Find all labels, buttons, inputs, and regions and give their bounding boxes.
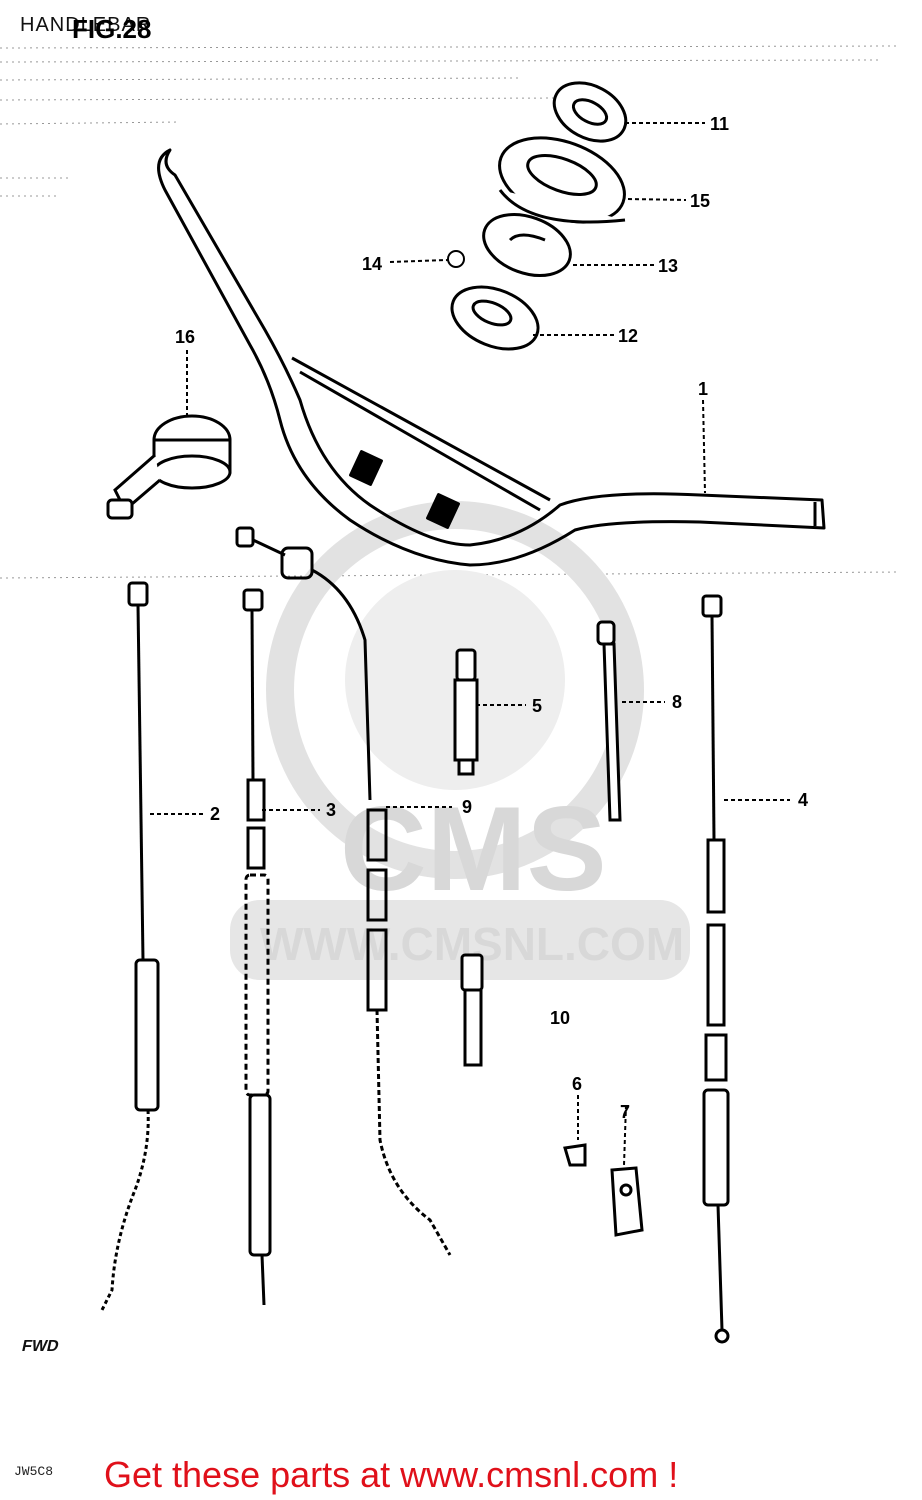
handlebar-part-1 <box>157 148 826 567</box>
front-marker: FWD <box>20 1338 61 1355</box>
fitting-part-5 <box>453 648 479 776</box>
watermark-brand: CMS <box>340 782 607 916</box>
callout-5: 5 <box>532 696 542 716</box>
callout-14: 14 <box>362 254 382 274</box>
drawing-code: JW5C8 <box>14 1464 54 1479</box>
callout-4: 4 <box>798 790 808 810</box>
cable-part-2 <box>100 581 160 1311</box>
cable-part-3 <box>242 588 272 1306</box>
callout-8: 8 <box>672 692 682 712</box>
callout-1: 1 <box>698 379 708 399</box>
callout-13: 13 <box>658 256 678 276</box>
ball-part-14 <box>447 250 465 268</box>
fitting-part-10 <box>460 953 484 1067</box>
callout-2: 2 <box>210 804 220 824</box>
cable-part-4 <box>701 594 730 1344</box>
cable-part-9 <box>235 526 452 1256</box>
pin-part-8 <box>596 620 622 822</box>
callout-9: 9 <box>462 797 472 817</box>
callout-11: 11 <box>710 114 729 134</box>
callout-15: 15 <box>690 191 710 211</box>
switch-part-16 <box>106 414 232 520</box>
callout-16: 16 <box>175 327 195 347</box>
callout-7: 7 <box>620 1102 630 1122</box>
cushion-part-15 <box>498 136 626 224</box>
callout-10: 10 <box>550 1008 570 1028</box>
figure-label: FIG.28 <box>72 14 152 44</box>
callout-6: 6 <box>572 1074 582 1094</box>
callout-numbers: 1 2 3 4 5 6 7 8 9 10 11 12 13 14 15 16 <box>175 114 808 1122</box>
clamp-part-6 <box>563 1143 587 1167</box>
cushion-part-11 <box>552 81 628 143</box>
shop-banner-link[interactable]: Get these parts at www.cmsnl.com ! <box>104 1454 679 1495</box>
leader-lines <box>150 122 790 1166</box>
callout-12: 12 <box>618 326 638 346</box>
section-title: HANDLEBAR <box>20 14 152 36</box>
cushion-part-13 <box>482 213 572 277</box>
cushion-part-12 <box>450 285 540 351</box>
watermark: CMS WWW.CMSNL.COM <box>230 501 690 980</box>
callout-3: 3 <box>326 800 336 820</box>
clamp-part-7 <box>610 1166 644 1237</box>
